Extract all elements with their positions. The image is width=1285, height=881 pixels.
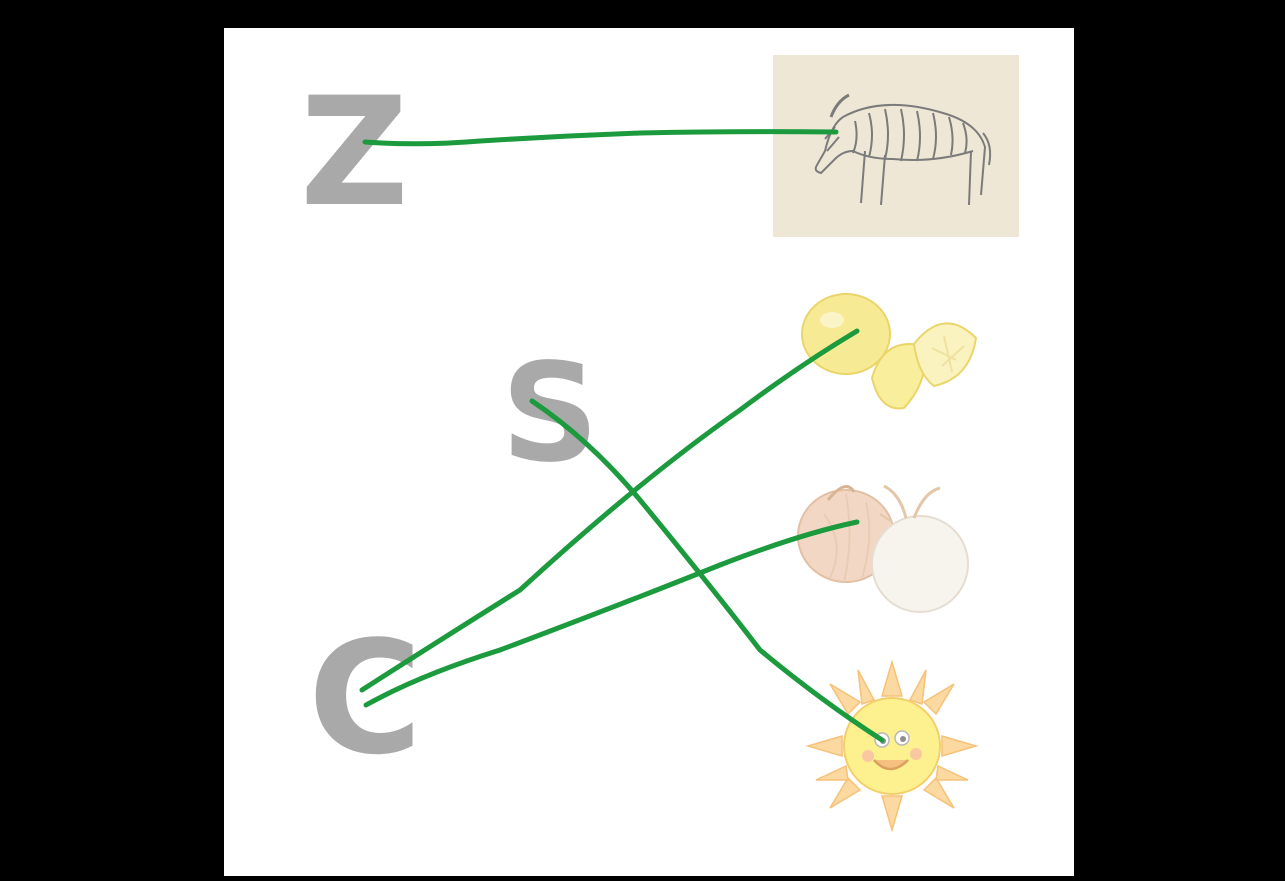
matching-worksheet: Z S C <box>224 28 1074 876</box>
letter-z[interactable]: Z <box>300 78 409 228</box>
zebra-picture[interactable] <box>773 55 1019 237</box>
lemon-picture[interactable] <box>794 286 986 426</box>
letter-c[interactable]: C <box>308 620 423 776</box>
sun-picture[interactable] <box>802 656 982 836</box>
onion-picture[interactable] <box>784 474 984 614</box>
